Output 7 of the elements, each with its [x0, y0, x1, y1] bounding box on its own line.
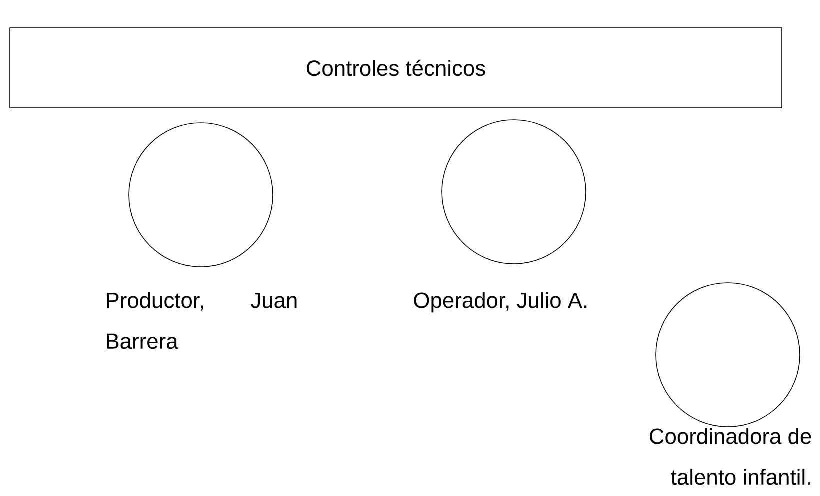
node-label: Productor, Juan Barrera — [107, 292, 297, 350]
circle — [128, 122, 274, 268]
circle — [656, 282, 800, 428]
node-label: Coordinadora de talento infantil. — [650, 428, 812, 486]
title-box: Controles técnicos — [10, 28, 782, 108]
circle — [442, 120, 586, 264]
node-label: Operador, Julio A. — [414, 292, 587, 313]
